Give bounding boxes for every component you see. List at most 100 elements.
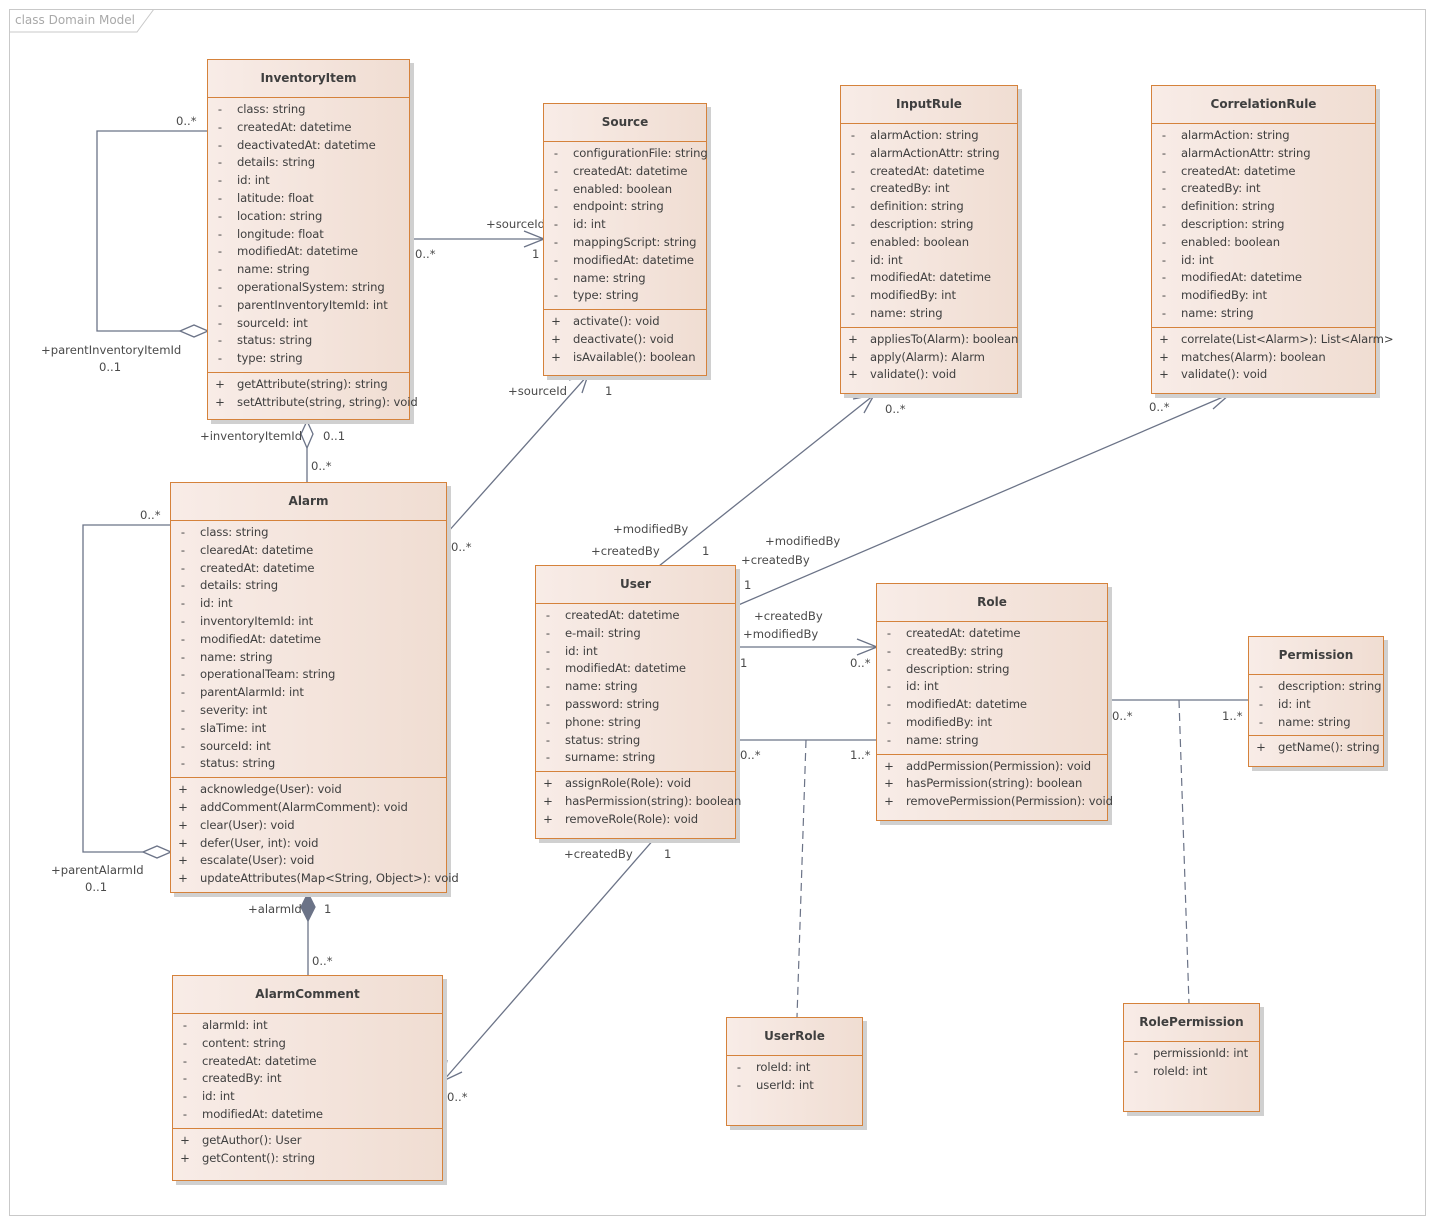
operation-row[interactable]: +deactivate(): void: [544, 331, 706, 349]
attribute-row[interactable]: -name: string: [1152, 305, 1375, 323]
edge-user-comment[interactable]: [442, 837, 656, 1082]
attribute-row[interactable]: -modifiedAt: datetime: [877, 696, 1107, 714]
operation-row[interactable]: +escalate(User): void: [171, 852, 446, 870]
attribute-row[interactable]: -id: int: [173, 1088, 442, 1106]
attribute-row[interactable]: -description: string: [1249, 678, 1383, 696]
operation-row[interactable]: +getAuthor(): User: [173, 1132, 442, 1150]
class-alarmcomment[interactable]: AlarmComment-alarmId: int-content: strin…: [172, 975, 443, 1181]
attribute-row[interactable]: -definition: string: [1152, 198, 1375, 216]
edge-user-inputrule[interactable]: [658, 394, 875, 567]
attribute-row[interactable]: -userId: int: [727, 1077, 862, 1095]
attribute-row[interactable]: -createdBy: int: [841, 180, 1017, 198]
attribute-row[interactable]: -description: string: [841, 216, 1017, 234]
attribute-row[interactable]: -inventoryItemId: int: [171, 613, 446, 631]
class-inventoryitem[interactable]: InventoryItem-class: string-createdAt: d…: [207, 59, 418, 420]
attribute-row[interactable]: -id: int: [208, 172, 409, 190]
attribute-row[interactable]: -modifiedBy: int: [841, 287, 1017, 305]
attribute-row[interactable]: -status: string: [208, 332, 409, 350]
attribute-row[interactable]: -modifiedAt: datetime: [841, 269, 1017, 287]
attribute-row[interactable]: -endpoint: string: [544, 198, 706, 216]
attribute-row[interactable]: -latitude: float: [208, 190, 409, 208]
operation-row[interactable]: +matches(Alarm): boolean: [1152, 349, 1375, 367]
attribute-row[interactable]: -alarmAction: string: [841, 127, 1017, 145]
attribute-row[interactable]: -id: int: [1152, 252, 1375, 270]
attribute-row[interactable]: -surname: string: [536, 749, 735, 767]
attribute-row[interactable]: -status: string: [536, 732, 735, 750]
attribute-row[interactable]: -createdBy: int: [173, 1070, 442, 1088]
operation-row[interactable]: +setAttribute(string, string): void: [208, 394, 418, 412]
operation-row[interactable]: +apply(Alarm): Alarm: [841, 349, 1017, 367]
operation-row[interactable]: +acknowledge(User): void: [171, 781, 446, 799]
attribute-row[interactable]: -details: string: [171, 577, 446, 595]
attribute-row[interactable]: -alarmId: int: [173, 1017, 442, 1035]
edge-userrole-assoc-class[interactable]: [796, 739, 807, 1018]
attribute-row[interactable]: -modifiedAt: datetime: [1152, 269, 1375, 287]
operation-row[interactable]: +activate(): void: [544, 313, 706, 331]
attribute-row[interactable]: -operationalSystem: string: [208, 279, 409, 297]
class-alarm[interactable]: Alarm-class: string-clearedAt: datetime-…: [170, 482, 459, 893]
attribute-row[interactable]: -configurationFile: string: [544, 145, 708, 163]
attribute-row[interactable]: -permissionId: int: [1124, 1045, 1259, 1063]
attribute-row[interactable]: -e-mail: string: [536, 625, 735, 643]
operation-row[interactable]: +hasPermission(string): boolean: [877, 775, 1107, 793]
attribute-row[interactable]: -modifiedBy: int: [1152, 287, 1375, 305]
attribute-row[interactable]: -details: string: [208, 154, 409, 172]
operation-row[interactable]: +appliesTo(Alarm): boolean: [841, 331, 1018, 349]
attribute-row[interactable]: -createdAt: datetime: [171, 560, 446, 578]
edge-alarm-self[interactable]: [82, 524, 171, 853]
operation-row[interactable]: +validate(): void: [1152, 366, 1375, 384]
attribute-row[interactable]: -type: string: [208, 350, 409, 368]
operation-row[interactable]: +getContent(): string: [173, 1150, 442, 1168]
attribute-row[interactable]: -longitude: float: [208, 226, 409, 244]
attribute-row[interactable]: -id: int: [841, 252, 1017, 270]
attribute-row[interactable]: -createdAt: datetime: [1152, 163, 1375, 181]
attribute-row[interactable]: -severity: int: [171, 702, 446, 720]
operation-row[interactable]: +defer(User, int): void: [171, 835, 446, 853]
attribute-row[interactable]: -slaTime: int: [171, 720, 446, 738]
attribute-row[interactable]: -modifiedAt: datetime: [173, 1106, 442, 1124]
attribute-row[interactable]: -parentInventoryItemId: int: [208, 297, 409, 315]
attribute-row[interactable]: -modifiedAt: datetime: [208, 243, 409, 261]
edge-alarm-source[interactable]: [446, 374, 589, 534]
attribute-row[interactable]: -status: string: [171, 755, 446, 773]
operation-row[interactable]: +addPermission(Permission): void: [877, 758, 1107, 776]
attribute-row[interactable]: -definition: string: [841, 198, 1017, 216]
attribute-row[interactable]: -mappingScript: string: [544, 234, 706, 252]
class-user[interactable]: User-createdAt: datetime-e-mail: string-…: [535, 565, 741, 839]
attribute-row[interactable]: -name: string: [208, 261, 409, 279]
attribute-row[interactable]: -name: string: [1249, 714, 1383, 732]
operation-row[interactable]: +validate(): void: [841, 366, 1017, 384]
operation-row[interactable]: +isAvailable(): boolean: [544, 349, 706, 367]
operation-row[interactable]: +removePermission(Permission): void: [877, 793, 1113, 811]
attribute-row[interactable]: -createdAt: datetime: [544, 163, 706, 181]
attribute-row[interactable]: -modifiedAt: datetime: [544, 252, 706, 270]
operation-row[interactable]: +updateAttributes(Map<String, Object>): …: [171, 870, 459, 888]
attribute-row[interactable]: -createdAt: datetime: [536, 607, 735, 625]
attribute-row[interactable]: -location: string: [208, 208, 409, 226]
edge-inventory-self[interactable]: [96, 130, 208, 332]
edge-rolepermission-assoc-class[interactable]: [1178, 699, 1190, 1005]
operation-row[interactable]: +correlate(List<Alarm>): List<Alarm>: [1152, 331, 1393, 349]
attribute-row[interactable]: -createdAt: datetime: [841, 163, 1017, 181]
attribute-row[interactable]: -modifiedAt: datetime: [536, 660, 735, 678]
attribute-row[interactable]: -sourceId: int: [208, 315, 409, 333]
attribute-row[interactable]: -name: string: [841, 305, 1017, 323]
operation-row[interactable]: +addComment(AlarmComment): void: [171, 799, 446, 817]
attribute-row[interactable]: -name: string: [536, 678, 735, 696]
operation-row[interactable]: +hasPermission(string): boolean: [536, 793, 741, 811]
class-source[interactable]: Source-configurationFile: string-created…: [543, 103, 708, 376]
attribute-row[interactable]: -deactivatedAt: datetime: [208, 137, 409, 155]
attribute-row[interactable]: -modifiedBy: int: [877, 714, 1107, 732]
attribute-row[interactable]: -alarmActionAttr: string: [1152, 145, 1375, 163]
attribute-row[interactable]: -id: int: [536, 643, 735, 661]
attribute-row[interactable]: -modifiedAt: datetime: [171, 631, 446, 649]
attribute-row[interactable]: -parentAlarmId: int: [171, 684, 446, 702]
attribute-row[interactable]: -roleId: int: [1124, 1063, 1259, 1081]
attribute-row[interactable]: -alarmAction: string: [1152, 127, 1375, 145]
edge-user-correlationrule[interactable]: [735, 393, 1231, 607]
attribute-row[interactable]: -id: int: [1249, 696, 1383, 714]
attribute-row[interactable]: -createdAt: datetime: [877, 625, 1107, 643]
attribute-row[interactable]: -clearedAt: datetime: [171, 542, 446, 560]
operation-row[interactable]: +assignRole(Role): void: [536, 775, 735, 793]
attribute-row[interactable]: -description: string: [877, 661, 1107, 679]
